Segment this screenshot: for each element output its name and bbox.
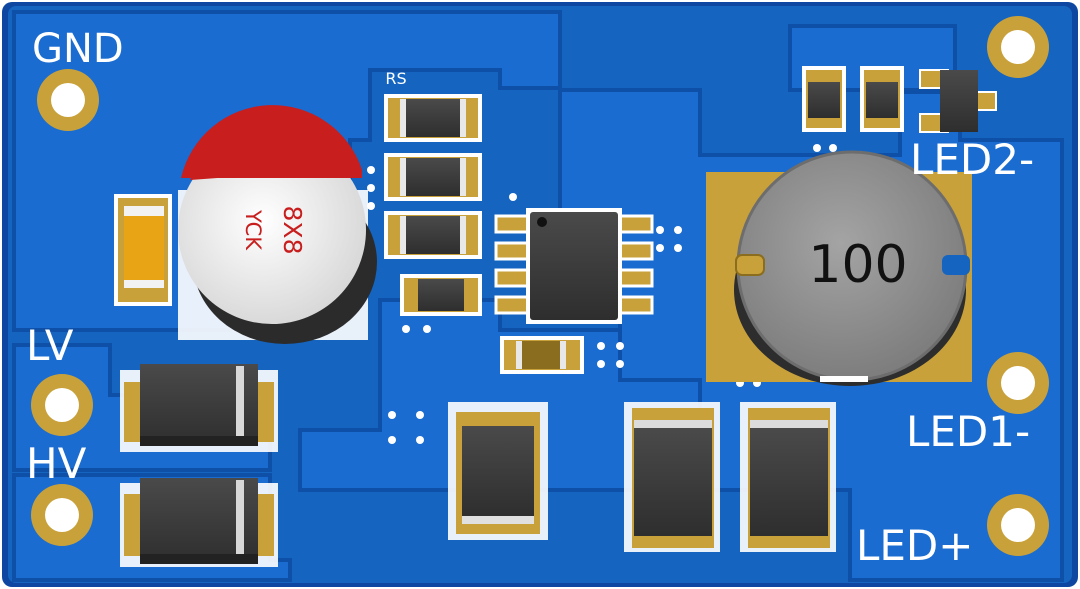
diode-output-2: [740, 402, 836, 552]
label-rs: RS: [385, 69, 406, 88]
cap-brand-text: YCK: [241, 209, 265, 251]
tantalum-capacitor: [114, 194, 172, 306]
diode-output-1: [624, 402, 720, 552]
hole-led2: [987, 16, 1049, 78]
power-inductor: [706, 150, 972, 386]
diode-lv: [120, 364, 278, 452]
driver-ic: [494, 208, 654, 324]
sense-resistors: [384, 94, 482, 316]
label-led2: LED2-: [910, 135, 1034, 184]
label-gnd: GND: [32, 26, 124, 72]
label-lv: LV: [26, 321, 74, 370]
top-right-components: [802, 66, 997, 133]
hole-gnd: [37, 69, 99, 131]
inductor-value: 100: [808, 235, 907, 295]
label-led1: LED1-: [906, 407, 1030, 456]
diode-middle: [448, 402, 548, 540]
small-capacitor: [500, 336, 584, 374]
hole-lv: [31, 374, 93, 436]
mounting-holes: [31, 16, 1049, 556]
label-ledplus: LED+: [856, 521, 973, 570]
cap-markings: 8X8 YCK: [241, 206, 307, 255]
hole-ledplus: [987, 494, 1049, 556]
hole-led1: [987, 352, 1049, 414]
label-hv: HV: [26, 439, 87, 488]
cap-size-text: 8X8: [278, 206, 307, 255]
diode-hv: [120, 478, 278, 567]
hole-hv: [31, 484, 93, 546]
electrolytic-capacitor: [178, 105, 377, 344]
